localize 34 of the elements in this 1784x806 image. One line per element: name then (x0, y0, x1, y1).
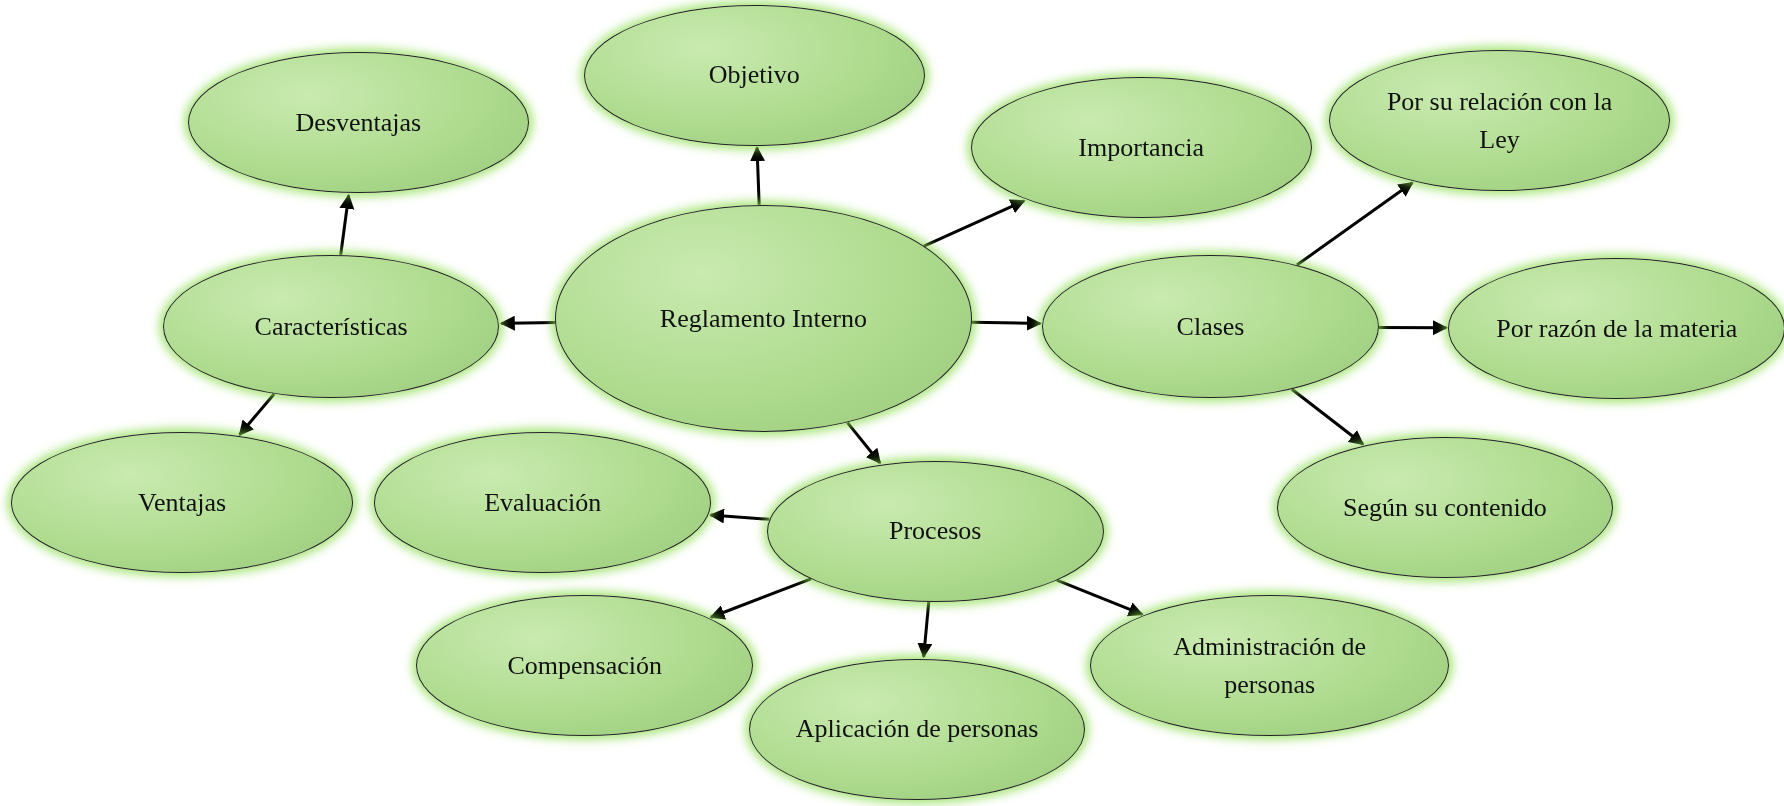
concept-label: Compensación (506, 649, 664, 682)
concept-label: Procesos (888, 515, 983, 548)
concept-label: Importancia (1077, 132, 1205, 165)
concept-label: Por su relación con la Ley (1385, 85, 1614, 156)
concept-label: Aplicación de personas (794, 713, 1040, 746)
arrow (971, 315, 1042, 331)
arrow (923, 199, 1026, 248)
concept-label: Administración de personas (1172, 630, 1368, 701)
arrow (1056, 578, 1144, 617)
concept-label: Por razón de la materia (1495, 312, 1739, 345)
concept-label: Evaluación (483, 487, 603, 520)
arrow (709, 508, 770, 524)
concept-ellipse (416, 595, 754, 737)
concept-label: Desventajas (294, 107, 423, 139)
concept-label: Características (253, 310, 409, 343)
arrow (709, 577, 812, 620)
concept-label: Clases (1175, 310, 1246, 343)
arrow (238, 393, 276, 436)
arrow (1296, 181, 1414, 267)
arrow (1378, 320, 1448, 336)
concept-ellipse (1448, 258, 1784, 400)
concept-label: Objetivo (707, 59, 801, 92)
arrow (339, 193, 355, 256)
concept-ellipse (1089, 595, 1450, 737)
arrow (1290, 388, 1365, 446)
concept-label: Ventajas (137, 487, 228, 520)
arrow (499, 315, 556, 331)
arrow (750, 146, 766, 205)
arrow (846, 421, 882, 465)
arrow (917, 601, 933, 659)
concept-label: Reglamento Interno (658, 302, 869, 335)
concept-ellipse (748, 658, 1086, 800)
concept-ellipse (766, 460, 1104, 602)
concept-label: Según su contenido (1342, 491, 1548, 524)
